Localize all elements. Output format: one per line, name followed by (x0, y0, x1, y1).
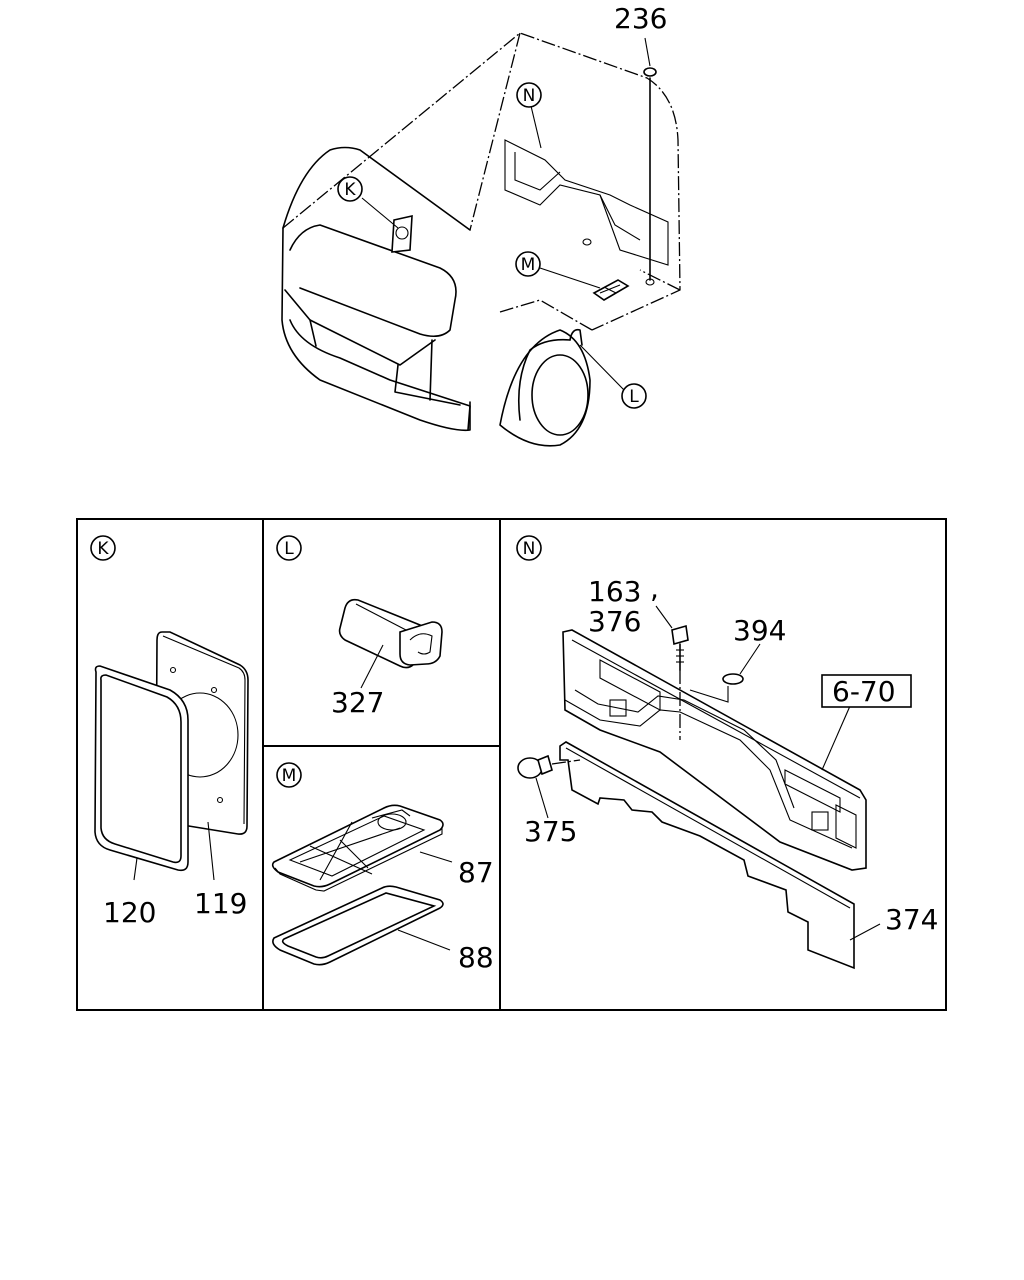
panel-n-badge: N (516, 535, 542, 561)
svg-text:L: L (284, 539, 294, 559)
panel-l: L 327 (276, 535, 443, 719)
label-375: 375 (524, 815, 577, 848)
label-119: 119 (194, 887, 247, 920)
callout-k: K (337, 176, 363, 202)
panel-n: N 6-70 (516, 535, 938, 970)
svg-text:K: K (97, 539, 109, 559)
label-6-70: 6-70 (832, 675, 896, 708)
panel-k: K 120 119 (90, 535, 249, 929)
label-120: 120 (103, 896, 156, 929)
panel-l-badge: L (276, 535, 302, 561)
svg-text:N: N (523, 86, 536, 106)
label-376: 376 (588, 605, 641, 638)
panel-k-badge: K (90, 535, 116, 561)
svg-text:M: M (521, 255, 536, 275)
panel-m: M 87 88 (271, 762, 494, 974)
label-394: 394 (733, 614, 786, 647)
svg-text:N: N (523, 539, 536, 559)
panel-m-badge: M (276, 762, 302, 788)
svg-text:M: M (282, 766, 297, 786)
label-87: 87 (458, 856, 494, 889)
ref-box-6-70 (821, 674, 912, 708)
label-374: 374 (885, 903, 938, 936)
svg-text:K: K (344, 180, 356, 200)
label-comma: , (650, 572, 659, 605)
callout-n: N (516, 82, 542, 108)
detail-frame (76, 518, 947, 1011)
svg-text:L: L (629, 387, 639, 407)
label-88: 88 (458, 941, 494, 974)
label-236: 236 (614, 2, 667, 35)
label-163: 163 (588, 575, 641, 608)
label-327: 327 (331, 686, 384, 719)
callout-m: M (515, 251, 541, 277)
callout-l: L (621, 383, 647, 409)
truck-overview: K N M L 236 (281, 2, 681, 447)
